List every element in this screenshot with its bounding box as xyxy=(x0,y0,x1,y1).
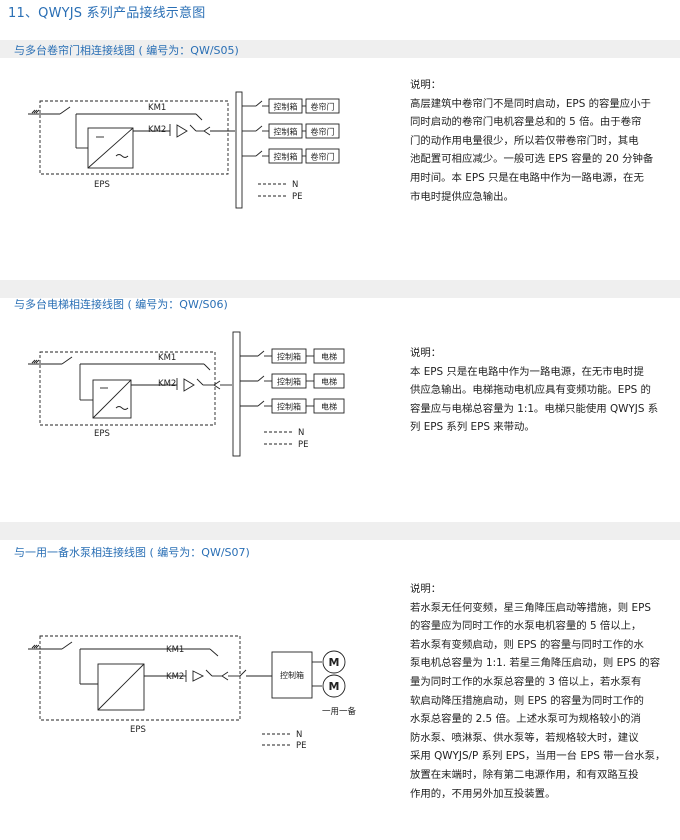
pe-label: PE xyxy=(296,741,307,751)
elevator-box xyxy=(313,373,345,389)
description-line: 量为同时工作的水泵总容量的 3 倍以上，若水泵有 xyxy=(410,675,642,688)
km1-label: KM1 xyxy=(166,645,184,655)
control-box-label: 控制箱 xyxy=(274,102,298,112)
busbar xyxy=(232,331,241,457)
description-line: 同时启动的卷帘门电机容量总和的 5 倍。由于卷帘 xyxy=(410,116,642,129)
section-water-pumps: 与一用一备水泵相连接线图 ( 编号为：QW/S07) xyxy=(0,522,680,840)
description-line: 池配置可相应减少。一般可选 EPS 容量的 20 分钟备 xyxy=(410,153,654,166)
section-title: 与多台电梯相连接线图 ( 编号为：QW/S06) xyxy=(14,298,228,311)
control-box-label: 控制箱 xyxy=(277,352,301,362)
ats-switch xyxy=(183,378,195,392)
description-heading: 说明： xyxy=(410,79,442,91)
km2-label: KM2 xyxy=(166,672,184,682)
feeder-rows xyxy=(240,348,345,414)
rolling-door-box xyxy=(305,148,340,164)
description-line: 若水泵有变频启动，则 EPS 的容量与同时工作的水 xyxy=(410,638,644,651)
description-line: 水泵总容量的 2.5 倍。上述水泵可为规格较小的消 xyxy=(410,713,641,726)
description-heading: 说明： xyxy=(410,583,442,595)
control-box-label: 控制箱 xyxy=(277,402,301,412)
load-label: 电梯 xyxy=(321,377,337,387)
standby-label: 一用一备 xyxy=(322,706,357,717)
n-label: N xyxy=(298,428,304,438)
load-label: 电梯 xyxy=(321,352,337,362)
busbar xyxy=(235,91,243,209)
pe-label: PE xyxy=(292,192,303,202)
motor-icon xyxy=(322,674,346,698)
description: 说明： 若水泵无任何变频，星三角降压启动等措施，则 EPS 的容量应为同时工作的… xyxy=(410,580,666,803)
rolling-door-box xyxy=(305,123,340,139)
ats-switch xyxy=(176,124,188,138)
feeder-rows xyxy=(242,98,340,164)
load-label: 电梯 xyxy=(321,402,337,412)
km2-label: KM2 xyxy=(158,379,176,389)
wiring-diagram: KM1 KM2 EPS N PE 控制箱 M M 一用一备 xyxy=(0,622,400,761)
description-line: 采用 QWYJS/P 系列 EPS，当用一台 EPS 带一台水泵， xyxy=(410,750,666,763)
description-line: 泵电机总容量为 1:1. 若星三角降压启动，则 EPS 的容 xyxy=(410,657,661,670)
description-line: 高层建筑中卷帘门不是同时启动，EPS 的容量应小于 xyxy=(410,97,651,110)
motor-label: M xyxy=(329,680,340,693)
km2-label: KM2 xyxy=(148,125,166,135)
section-header-band xyxy=(0,522,680,540)
description: 说明： 本 EPS 只是在电路中作为一路电源，在无市电时提 供应急输出。电梯拖动… xyxy=(410,344,660,437)
description-line: 列 EPS 系列 EPS 来带动。 xyxy=(410,421,535,434)
wiring-diagram: KM1 KM2 EPS N PE 控制箱 电梯 控制箱 电梯 控制箱 电梯 xyxy=(0,330,400,464)
description-line: 门的动作用电量很少，所以若仅带卷帘门时，其电 xyxy=(410,134,639,147)
description-line: 若水泵无任何变频，星三角降压启动等措施，则 EPS xyxy=(410,601,651,614)
motor-label: M xyxy=(329,656,340,669)
section-title: 与一用一备水泵相连接线图 ( 编号为：QW/S07) xyxy=(14,546,250,559)
eps-dashed-border xyxy=(39,100,229,175)
description-line: 市电时提供应急输出。 xyxy=(410,190,514,203)
section-header-band xyxy=(0,40,680,58)
pe-label: PE xyxy=(298,440,309,450)
ats-switch xyxy=(192,670,205,682)
eps-label: EPS xyxy=(130,725,146,735)
load-label: 卷帘门 xyxy=(311,102,335,112)
load-label: 卷帘门 xyxy=(311,127,335,137)
description: 说明： 高层建筑中卷帘门不是同时启动，EPS 的容量应小于 同时启动的卷帘门电机… xyxy=(410,76,660,206)
description-line: 的容量应为同时工作的水泵电机容量的 5 倍以上， xyxy=(410,620,642,633)
description-line: 用时间。本 EPS 只是在电路中作为一路电源，在无 xyxy=(410,171,644,184)
eps-dashed-border xyxy=(39,635,241,721)
section-title: 与多台卷帘门相连接线图 ( 编号为：QW/S05) xyxy=(14,44,239,57)
description-line: 本 EPS 只是在电路中作为一路电源，在无市电时提 xyxy=(410,365,644,378)
control-box-label: 控制箱 xyxy=(277,377,301,387)
description-line: 作用的，不用另外加互投装置。 xyxy=(410,787,556,800)
eps-dashed-border xyxy=(39,351,216,426)
km1-label: KM1 xyxy=(148,103,166,113)
description-line: 供应急输出。电梯拖动电机应具有变频功能。EPS 的 xyxy=(410,384,651,397)
inverter-box xyxy=(92,379,132,419)
wiring-diagram: KM1 KM2 EPS N PE 控制箱 卷帘门 控制箱 卷帘门 控制箱 卷帘门 xyxy=(0,88,400,222)
description-line: 容量应与电梯总容量为 1:1。电梯只能使用 QWYJS 系 xyxy=(410,402,659,415)
load-label: 卷帘门 xyxy=(311,152,335,162)
description-line: 放置在末端时，除有第二电源作用，和有双路互投 xyxy=(410,768,639,781)
inverter-box xyxy=(87,127,134,169)
motor-icon xyxy=(322,650,346,674)
km1-label: KM1 xyxy=(158,353,176,363)
eps-label: EPS xyxy=(94,429,110,439)
elevator-box xyxy=(313,398,345,414)
eps-label: EPS xyxy=(94,180,110,190)
control-box-label: 控制箱 xyxy=(274,152,298,162)
control-box-label: 控制箱 xyxy=(274,127,298,137)
description-line: 防水泵、喷淋泵、供水泵等，若规格较大时，建议 xyxy=(410,731,639,744)
control-box xyxy=(271,651,313,699)
control-box-label: 控制箱 xyxy=(280,670,304,680)
n-label: N xyxy=(292,180,298,190)
elevator-box xyxy=(313,348,345,364)
description-heading: 说明： xyxy=(410,347,442,359)
rolling-door-box xyxy=(305,98,340,114)
inverter-box xyxy=(97,663,145,711)
section-rolling-doors: 与多台卷帘门相连接线图 ( 编号为：QW/S05) xyxy=(0,40,680,250)
n-label: N xyxy=(296,730,302,740)
section-header-band xyxy=(0,280,680,298)
description-line: 软启动降压措施启动，则 EPS 的容量为同时工作的 xyxy=(410,694,644,707)
section-elevators: 与多台电梯相连接线图 ( 编号为：QW/S06) xyxy=(0,280,680,500)
page-title: 11、QWYJS 系列产品接线示意图 xyxy=(8,6,206,21)
